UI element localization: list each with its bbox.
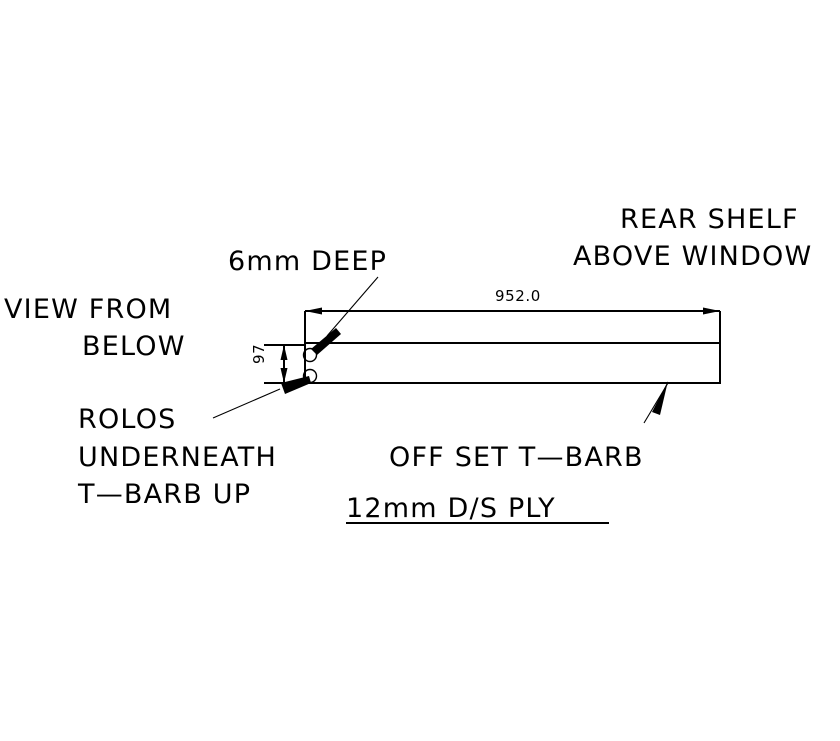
length-dimension <box>304 307 721 345</box>
leader-tbarb <box>643 381 669 424</box>
rolos-callout-line3: T—BARB UP <box>77 479 251 510</box>
view-from-label-line1: VIEW FROM <box>4 294 172 325</box>
length-dimension-label: 952.0 <box>495 287 541 305</box>
leader-rolos <box>212 376 311 419</box>
width-dimension <box>264 344 305 384</box>
leader-6mm-deep <box>311 276 379 355</box>
rolos-callout-line2: UNDERNEATH <box>78 442 277 473</box>
rolos-callout-line1: ROLOS <box>78 404 176 435</box>
width-dimension-label: 97 <box>250 344 268 364</box>
rear-shelf-label-line1: REAR SHELF <box>620 204 799 235</box>
depth-callout-label: 6mm DEEP <box>228 246 387 277</box>
material-callout-label: 12mm D/S PLY <box>346 493 556 524</box>
tbarb-callout-label: OFF SET T—BARB <box>389 442 644 473</box>
rolo-hole-upper <box>302 347 318 363</box>
panel-outline <box>304 342 721 384</box>
view-from-label-line2: BELOW <box>82 331 186 362</box>
rear-shelf-label-line2: ABOVE WINDOW <box>573 241 812 272</box>
